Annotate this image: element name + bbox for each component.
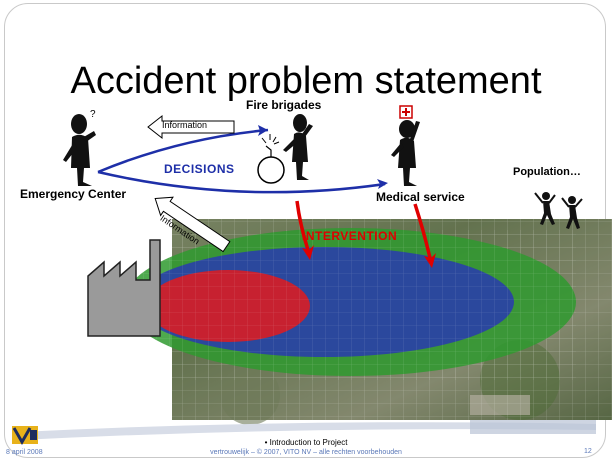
intervention-arrows bbox=[295, 200, 432, 259]
dancing-people-icon bbox=[534, 192, 583, 229]
emergency-center-label: Emergency Center bbox=[20, 187, 127, 201]
medical-service-label: Medical service bbox=[376, 190, 465, 204]
footer-section-label: • Introduction to Project bbox=[264, 438, 348, 447]
footer-date: 8 april 2008 bbox=[6, 449, 43, 456]
decisions-label: DECISIONS bbox=[164, 162, 235, 176]
population-label: Population… bbox=[513, 166, 581, 178]
factory-icon bbox=[87, 239, 161, 337]
thinking-person-icon: ? bbox=[63, 109, 96, 186]
arrowhead bbox=[302, 245, 314, 260]
footer-copyright: vertrouwelijk – © 2007, VITO NV – alle r… bbox=[210, 449, 402, 456]
thinking-person-icon bbox=[283, 114, 313, 180]
decision-arrows bbox=[97, 128, 386, 194]
arrowhead bbox=[424, 253, 436, 268]
arrowhead bbox=[377, 179, 388, 189]
page-title: Accident problem statement bbox=[70, 60, 542, 102]
medic-person-icon bbox=[391, 105, 420, 186]
arrowhead bbox=[258, 125, 268, 136]
page-number: 12 bbox=[584, 448, 592, 455]
information-label-top: Information bbox=[162, 120, 208, 130]
footer-swoosh bbox=[20, 420, 596, 440]
bomb-icon bbox=[257, 134, 285, 184]
intervention-label: INTERVENTION bbox=[302, 229, 398, 243]
information-arrow-bottom bbox=[154, 196, 231, 253]
svg-text:?: ? bbox=[90, 109, 96, 120]
logo-icon bbox=[12, 426, 38, 446]
information-arrow-top bbox=[147, 114, 235, 140]
fire-brigades-label: Fire brigades bbox=[246, 98, 322, 112]
